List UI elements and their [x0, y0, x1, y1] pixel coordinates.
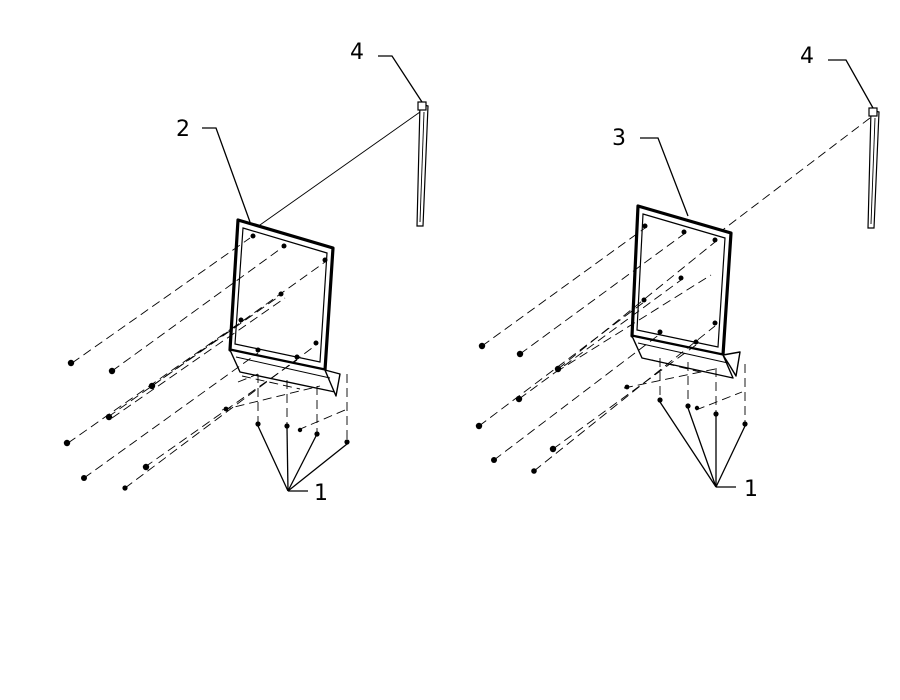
right-plate [630, 204, 741, 379]
right-rod [867, 107, 880, 229]
right-vertical-bolt-lines [651, 358, 746, 424]
left-rod-leader [378, 55, 423, 103]
right-assembly: 4 3 1 [475, 44, 880, 502]
left-bolts-horizontal [63, 359, 229, 491]
left-rod-callout: 4 [350, 40, 364, 65]
left-rod-axis-line [249, 111, 421, 233]
right-bolts-horizontal [475, 342, 630, 474]
right-rod-leader [828, 59, 874, 109]
left-fastener-leaders [257, 425, 348, 492]
right-plate-leader [640, 137, 689, 217]
right-fastener-leaders [659, 401, 746, 488]
left-plate-callout: 2 [176, 117, 190, 142]
left-plate [228, 218, 341, 397]
right-bolts-vertical [657, 397, 748, 427]
left-vertical-bolt-lines [237, 373, 348, 442]
left-rod [416, 101, 429, 227]
right-plate-callout: 3 [612, 126, 626, 151]
left-bolt-lines [67, 237, 326, 489]
right-bolt-lines [478, 227, 721, 472]
left-plate-leader [202, 127, 251, 223]
left-fastener-callout: 1 [314, 481, 328, 506]
left-assembly: 4 2 1 [63, 40, 429, 506]
right-fastener-callout: 1 [744, 477, 758, 502]
right-rod-callout: 4 [800, 44, 814, 69]
right-rod-axis-line [719, 117, 871, 233]
left-bolts-vertical [255, 421, 350, 445]
